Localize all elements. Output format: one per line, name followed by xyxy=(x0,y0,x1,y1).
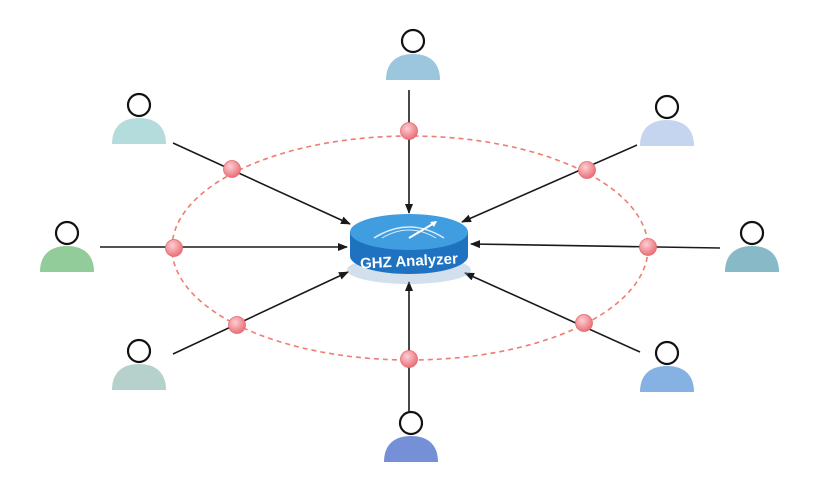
user-head xyxy=(54,220,80,246)
ring-node-lower-left xyxy=(228,316,246,334)
user-head xyxy=(654,340,680,366)
ring-node-upper-right xyxy=(578,161,596,179)
ghz-analyzer-hub: GHZ Analyzer xyxy=(347,214,471,284)
ring-node-lower-right xyxy=(575,314,593,332)
user-icon xyxy=(40,220,94,272)
user-icon xyxy=(112,338,166,390)
user-icon xyxy=(384,410,438,462)
ring-node-bottom xyxy=(400,350,418,368)
ring-node-upper-left xyxy=(223,160,241,178)
user-icon xyxy=(725,220,779,272)
ring-node-top xyxy=(400,122,418,140)
user-body xyxy=(112,364,166,390)
connection-lines xyxy=(100,90,721,412)
user-body xyxy=(112,118,166,144)
user-body xyxy=(40,246,94,272)
edge-upper-right xyxy=(461,144,638,223)
user-body xyxy=(725,246,779,272)
user-head xyxy=(398,410,424,436)
ring-nodes xyxy=(165,122,657,368)
ring-node-right xyxy=(639,238,657,256)
edge-upper-left xyxy=(172,142,351,225)
hub-label: GHZ Analyzer xyxy=(360,250,459,272)
user-icon xyxy=(640,94,694,146)
user-head xyxy=(400,28,426,54)
gauge-icon xyxy=(373,221,445,239)
user-body xyxy=(640,120,694,146)
hub-top xyxy=(350,214,468,250)
edge-lower-left xyxy=(172,271,349,355)
user-head xyxy=(739,220,765,246)
user-body xyxy=(386,54,440,80)
user-head xyxy=(126,338,152,364)
user-icon xyxy=(640,340,694,392)
user-icon xyxy=(112,92,166,144)
edge-right xyxy=(470,240,721,249)
ring-node-left xyxy=(165,239,183,257)
user-nodes xyxy=(40,28,779,462)
user-body xyxy=(384,436,438,462)
user-head xyxy=(126,92,152,118)
user-body xyxy=(640,366,694,392)
edge-lower-right xyxy=(464,272,641,353)
user-head xyxy=(654,94,680,120)
user-icon xyxy=(386,28,440,80)
